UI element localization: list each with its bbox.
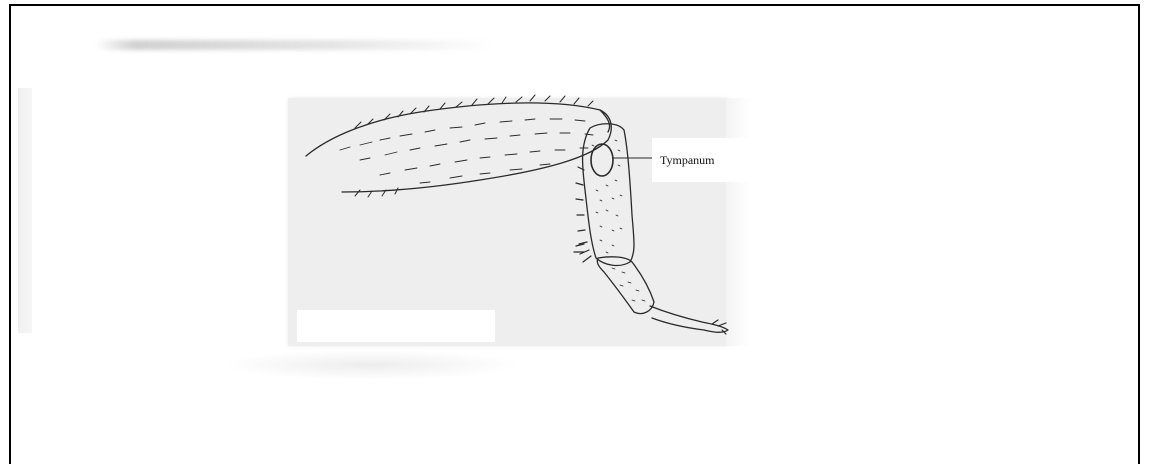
tympanum-oval	[591, 144, 613, 176]
tibia-texture	[592, 140, 622, 253]
claw-outline	[650, 306, 728, 332]
tarsus-outline	[597, 257, 654, 314]
femur-setae	[355, 95, 593, 197]
tympanum-label: Tympanum	[660, 153, 715, 168]
insect-leg-drawing	[0, 0, 1149, 450]
blank-label-patch	[297, 310, 495, 342]
femur-outline	[306, 103, 611, 192]
femur-texture	[340, 119, 593, 183]
tibia-outline	[583, 124, 634, 266]
